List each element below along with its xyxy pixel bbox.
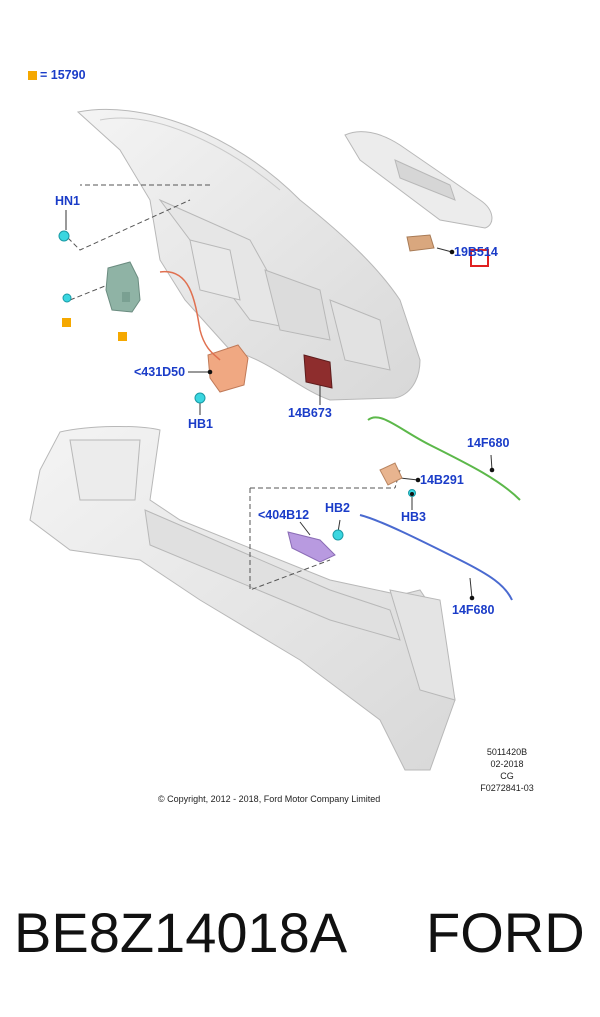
label-hn1: HN1 xyxy=(55,194,81,208)
marker-15790-icon xyxy=(62,318,71,327)
module-part-431d50 xyxy=(207,344,249,393)
legend-text: = 15790 xyxy=(40,68,86,82)
latch-bracket-part xyxy=(105,261,141,313)
label-14f680-top: 14F680 xyxy=(467,436,510,450)
label-14b673: 14B673 xyxy=(288,406,332,420)
upper-trim-panel xyxy=(344,131,493,229)
leader-lines xyxy=(65,210,493,599)
clip-hb2-icon xyxy=(332,529,344,541)
reference-line: F0272841-03 xyxy=(480,783,534,793)
clip-hb1-icon xyxy=(194,392,206,404)
marker-15790-icon xyxy=(118,332,127,341)
copyright-text: © Copyright, 2012 - 2018, Ford Motor Com… xyxy=(158,794,381,804)
label-14f680-bottom: 14F680 xyxy=(452,603,495,617)
clip-left-icon xyxy=(62,293,72,303)
green-cable xyxy=(367,416,521,501)
part-number: BE8Z14018A xyxy=(14,901,348,964)
cable-harness xyxy=(159,271,221,361)
label-hb2: HB2 xyxy=(325,501,351,515)
sensor-part-404b12 xyxy=(287,531,336,563)
reference-line: CG xyxy=(500,771,514,781)
reference-line: 5011420B xyxy=(486,747,528,757)
reference-block: 5011420B 02-2018 CG F0272841-03 xyxy=(474,746,540,794)
parts-diagram xyxy=(29,109,521,771)
label-hb3: HB3 xyxy=(401,510,427,524)
clip-hn1-icon xyxy=(58,230,70,242)
label-hb1: HB1 xyxy=(188,417,214,431)
label-19b514: 19B514 xyxy=(454,245,498,259)
legend: = 15790 xyxy=(28,68,86,82)
highlight-box xyxy=(470,249,489,267)
brand-name: FORD xyxy=(426,901,585,964)
blue-cable xyxy=(359,514,513,601)
legend-marker-icon xyxy=(28,70,37,80)
label-431d50: <431D50 xyxy=(134,365,186,379)
module-part-14b673 xyxy=(303,354,333,389)
leader-dots xyxy=(207,249,495,601)
label-14b291: 14B291 xyxy=(420,473,464,487)
switch-part-19b514 xyxy=(406,234,435,252)
connector-part-14b291 xyxy=(379,462,403,486)
rear-bumper xyxy=(29,425,456,771)
reference-line: 02-2018 xyxy=(490,759,524,769)
label-404b12: <404B12 xyxy=(258,508,310,522)
liftgate-panel xyxy=(76,109,421,401)
